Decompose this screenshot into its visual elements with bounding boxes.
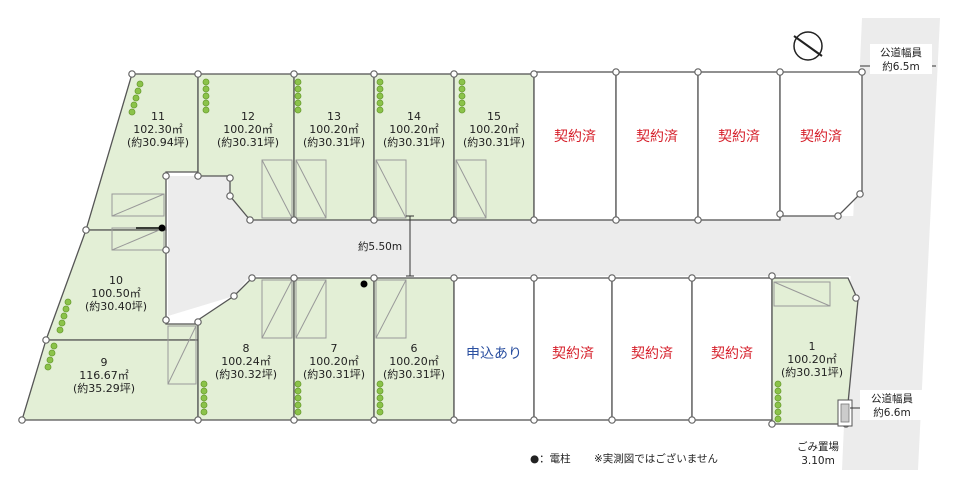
svg-text:102.30㎡: 102.30㎡ [133,123,183,136]
svg-text:15: 15 [487,110,501,123]
svg-text:(約30.31坪): (約30.31坪) [383,135,445,149]
status-sold-label: 契約済 [800,129,842,145]
lot-sold-top-4[interactable] [779,71,863,217]
svg-text:100.20㎡: 100.20㎡ [309,123,359,136]
private-road [168,176,862,316]
lot-sold-top-1[interactable] [533,71,617,221]
lot-15[interactable] [453,73,535,221]
road-width-label: 約5.50m [358,240,402,253]
status-sold-label: 契約済 [631,346,673,362]
lot-7-label: 7 100.20㎡ (約30.31坪) [303,342,365,381]
svg-text:100.20㎡: 100.20㎡ [787,353,837,366]
lot-applied[interactable] [453,277,535,421]
lot-sold-bottom-1[interactable] [533,277,613,421]
public-road-north-label: 公道幅員 [880,46,922,59]
lot-sold-top-3[interactable] [697,71,781,221]
svg-text:(約30.31坪): (約30.31坪) [463,135,525,149]
svg-text:100.20㎡: 100.20㎡ [309,355,359,368]
utility-pole-2 [360,280,368,288]
svg-text:(約30.40坪): (約30.40坪) [85,299,147,313]
svg-text:100.20㎡: 100.20㎡ [223,123,273,136]
svg-text:(約30.31坪): (約30.31坪) [303,367,365,381]
lot-12-label: 12 100.20㎡ (約30.31坪) [217,110,279,149]
svg-text:(約30.31坪): (約30.31坪) [303,135,365,149]
garbage-area-width: 3.10m [801,455,835,467]
lot-13-label: 13 100.20㎡ (約30.31坪) [303,110,365,149]
svg-text:(約30.94坪): (約30.94坪) [127,135,189,149]
public-road-north-width: 約6.5m [882,60,919,73]
svg-text:100.20㎡: 100.20㎡ [389,123,439,136]
lot-1-label: 1 100.20㎡ (約30.31坪) [781,340,843,379]
legend-utility-pole: ●：電柱 [530,452,571,465]
svg-text:8: 8 [243,342,250,355]
lot-sold-top-2[interactable] [615,71,699,221]
lot-8-label: 8 100.24㎡ (約30.32坪) [215,342,277,381]
svg-text:(約30.31坪): (約30.31坪) [781,365,843,379]
svg-text:(約30.32坪): (約30.32坪) [215,367,277,381]
lot-13[interactable] [293,73,375,221]
svg-text:(約35.29坪): (約35.29坪) [73,381,135,395]
parking-spaces [111,159,831,385]
svg-text:14: 14 [407,110,421,123]
svg-text:(約30.31坪): (約30.31坪) [217,135,279,149]
lot-1[interactable] [771,277,859,425]
svg-text:11: 11 [151,110,165,123]
status-sold-label: 契約済 [718,129,760,145]
north-arrow-icon [793,31,823,61]
lot-6-label: 6 100.20㎡ (約30.31坪) [383,342,445,381]
status-sold-label: 契約済 [636,129,678,145]
lot-9-label: 9 116.67㎡ (約35.29坪) [73,356,135,395]
svg-text:13: 13 [327,110,341,123]
status-sold-label: 契約済 [711,346,753,362]
legend-not-surveyed-note: ※実測図ではございません [594,452,718,465]
svg-text:100.20㎡: 100.20㎡ [469,123,519,136]
shrubs [44,78,782,423]
public-road-south-label: 公道幅員 [871,392,913,405]
lot-10-label: 10 100.50㎡ (約30.40坪) [85,274,147,313]
public-road-south-width: 約6.6m [873,406,910,419]
svg-text:7: 7 [331,342,338,355]
lot-11-label: 11 102.30㎡ (約30.94坪) [127,110,189,149]
status-sold-label: 契約済 [552,346,594,362]
lot-15-label: 15 100.20㎡ (約30.31坪) [463,110,525,149]
svg-text:1: 1 [809,340,816,353]
svg-text:6: 6 [411,342,418,355]
boundary-markers [18,68,866,428]
svg-text:10: 10 [109,274,123,287]
svg-text:116.67㎡: 116.67㎡ [79,369,129,382]
status-sold-label: 契約済 [554,129,596,145]
public-road [842,18,940,470]
svg-text:100.20㎡: 100.20㎡ [389,355,439,368]
lot-sold-bottom-3[interactable] [691,277,773,421]
status-applied-label: 申込あり [466,346,522,362]
svg-text:9: 9 [101,356,108,369]
svg-text:100.24㎡: 100.24㎡ [221,355,271,368]
lot-sold-bottom-2[interactable] [611,277,693,421]
svg-text:12: 12 [241,110,255,123]
svg-text:100.50㎡: 100.50㎡ [91,287,141,300]
lot-14-label: 14 100.20㎡ (約30.31坪) [383,110,445,149]
garbage-area-label: ごみ置場 [797,440,839,453]
lot-14[interactable] [373,73,455,221]
svg-text:(約30.31坪): (約30.31坪) [383,367,445,381]
